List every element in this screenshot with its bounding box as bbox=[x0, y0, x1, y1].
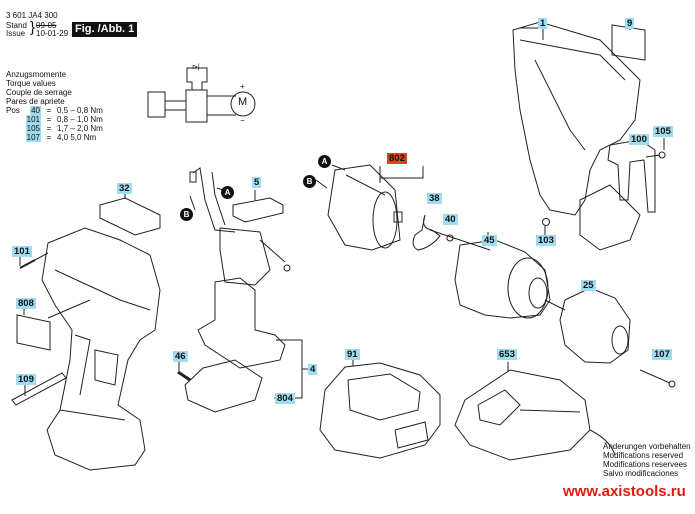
torque-row: 101 = 0,8 – 1,0 Nm bbox=[24, 115, 103, 124]
plus-sign: + bbox=[240, 82, 245, 91]
torque-title-en: Torque values bbox=[6, 79, 56, 88]
torque-row: 40 = 0,5 – 0,8 Nm bbox=[24, 106, 103, 115]
callout-100: 100 bbox=[629, 134, 649, 145]
marker-b: B bbox=[180, 208, 193, 221]
callout-91: 91 bbox=[345, 349, 360, 360]
battery-interface-4 bbox=[184, 277, 308, 413]
callout-109: 109 bbox=[16, 374, 36, 385]
callout-5: 5 bbox=[252, 177, 262, 188]
label-plate-9 bbox=[611, 24, 646, 61]
callout-46: 46 bbox=[173, 351, 188, 362]
gearbox-45 bbox=[454, 239, 551, 319]
callout-101: 101 bbox=[12, 246, 32, 257]
stand-date: 09-05 bbox=[36, 21, 57, 30]
callout-40: 40 bbox=[443, 214, 458, 225]
figure-label: Fig. /Abb. 1 bbox=[72, 22, 138, 37]
nut-103 bbox=[542, 218, 550, 226]
torque-rows: 40 = 0,5 – 0,8 Nm 101 = 0,8 – 1,0 Nm 105 = 1,7… bbox=[24, 106, 103, 142]
bit-109 bbox=[11, 372, 67, 406]
minus-sign: − bbox=[240, 116, 245, 125]
callout-808: 808 bbox=[16, 298, 36, 309]
modification-notes: Änderungen vorbehalten Modifications res… bbox=[603, 442, 691, 478]
callout-802: 802 bbox=[387, 153, 407, 164]
callout-107: 107 bbox=[652, 349, 672, 360]
callout-38: 38 bbox=[427, 193, 442, 204]
battery-latch-32 bbox=[99, 197, 161, 236]
torque-row: 105 = 1,7 – 2,0 Nm bbox=[24, 124, 103, 133]
screw-107 bbox=[639, 369, 676, 388]
torque-range: 4,0 5,0 Nm bbox=[57, 133, 97, 142]
note-en: Modifications reserved bbox=[603, 451, 684, 460]
torque-pos: 40 bbox=[30, 106, 41, 115]
callout-1: 1 bbox=[538, 18, 548, 29]
note-es: Salvo modificaciones bbox=[603, 469, 679, 478]
callout-25: 25 bbox=[581, 280, 596, 291]
torque-eq: = bbox=[46, 106, 52, 115]
stand-label: Stand bbox=[6, 21, 27, 30]
motor-symbol-label: M bbox=[238, 96, 248, 108]
website-link[interactable]: www.axistools.ru bbox=[563, 483, 686, 500]
pos-label: Pos bbox=[6, 106, 20, 115]
housing-shell-1 bbox=[512, 21, 641, 251]
marker-b: B bbox=[303, 175, 316, 188]
callout-103: 103 bbox=[536, 235, 556, 246]
diode-icon: ⊳| bbox=[192, 64, 200, 71]
note-fr: Modifications reservees bbox=[603, 460, 688, 469]
label-808 bbox=[16, 314, 51, 351]
switch-assembly bbox=[189, 167, 291, 286]
callout-9: 9 bbox=[625, 18, 635, 29]
brace: } bbox=[30, 19, 36, 36]
note-de: Änderungen vorbehalten bbox=[603, 442, 691, 451]
callout-4: 4 bbox=[308, 364, 318, 375]
marker-a: A bbox=[318, 155, 331, 168]
chuck-25 bbox=[544, 287, 631, 364]
motor-bracket-38 bbox=[412, 214, 441, 251]
torque-title-de: Anzugsmomente bbox=[6, 70, 67, 79]
callout-653: 653 bbox=[497, 349, 517, 360]
torque-eq: = bbox=[46, 124, 52, 133]
screw-105 bbox=[645, 151, 666, 159]
issue-label: Issue bbox=[6, 29, 26, 38]
torque-title-es: Pares de apriete bbox=[6, 97, 65, 106]
torque-eq: = bbox=[46, 115, 52, 124]
callout-45: 45 bbox=[482, 235, 497, 246]
callout-105: 105 bbox=[653, 126, 673, 137]
callout-804: 804 bbox=[275, 393, 295, 404]
torque-range: 0,5 – 0,8 Nm bbox=[57, 106, 103, 115]
cover-5 bbox=[232, 197, 284, 223]
issue-date: 10-01-29 bbox=[36, 29, 69, 38]
drill-housing-left bbox=[41, 227, 161, 471]
torque-range: 1,7 – 2,0 Nm bbox=[57, 124, 103, 133]
wiring-schematic bbox=[147, 67, 256, 123]
charger-653 bbox=[454, 362, 616, 461]
motor-802 bbox=[327, 164, 424, 251]
torque-pos: 105 bbox=[25, 124, 41, 133]
torque-pos: 107 bbox=[25, 133, 41, 142]
part-100 bbox=[607, 139, 656, 213]
torque-pos: 101 bbox=[25, 115, 41, 124]
callout-32: 32 bbox=[117, 183, 132, 194]
torque-title-fr: Couple de serrage bbox=[6, 88, 72, 97]
torque-eq: = bbox=[46, 133, 52, 142]
part-number: 3 601 JA4 300 bbox=[6, 11, 58, 20]
torque-range: 0,8 – 1,0 Nm bbox=[57, 115, 103, 124]
torque-table: Anzugsmomente Torque values Couple de se… bbox=[6, 70, 72, 106]
marker-a: A bbox=[221, 186, 234, 199]
torque-row: 107 = 4,0 5,0 Nm bbox=[24, 133, 103, 142]
spring-46 bbox=[177, 370, 191, 382]
battery-91 bbox=[319, 360, 441, 459]
